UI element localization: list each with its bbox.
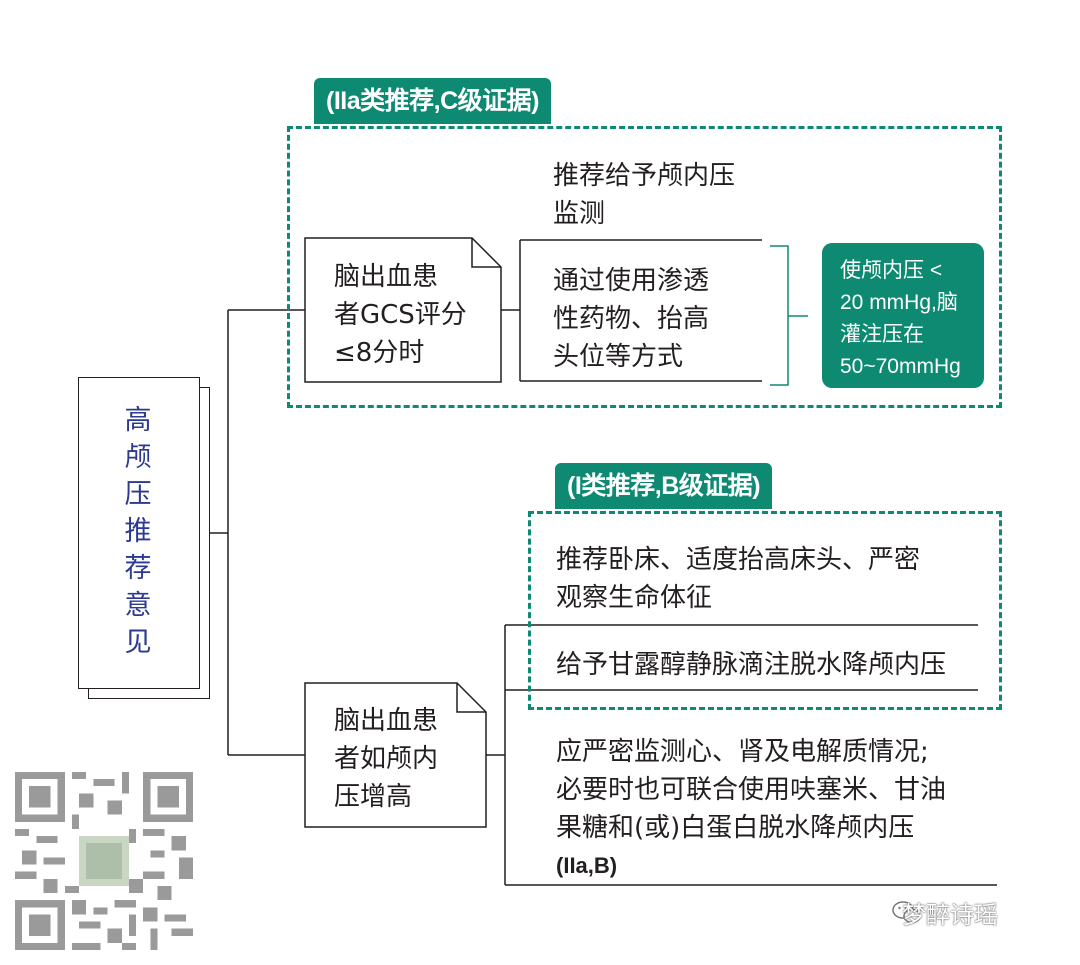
recommendation-tag-iia: (IIa类推荐,C级证据) [314, 78, 551, 124]
item-monitoring-furosemide: 应严密监测心、肾及电解质情况; 必要时也可联合使用呋塞米、甘油 果糖和(或)白蛋… [556, 737, 947, 878]
watermark-text: 梦醉诗瑶 [902, 901, 998, 929]
wechat-icon [892, 901, 921, 924]
branch1-dashed-box [287, 126, 1002, 408]
branch2-dashed-box [528, 511, 1002, 710]
root-title: 高 颅 压 推 荐 意 见 [124, 405, 152, 658]
item-bed-rest: 推荐卧床、适度抬高床头、严密 观察生命体征 [556, 545, 921, 613]
condition-gcs: 脑出血患 者GCS评分 ≤8分时 [334, 262, 467, 368]
root-box [78, 377, 200, 689]
recommendation-tag-i: (I类推荐,B级证据) [555, 463, 773, 509]
item-icp-monitoring: 推荐给予颅内压 监测 [553, 161, 736, 229]
item-osmotic-therapy: 通过使用渗透 性药物、抬高 头位等方式 [553, 266, 710, 372]
qr-code-icon [15, 772, 193, 950]
note-shape-2 [304, 682, 487, 828]
note-shape-1 [304, 237, 502, 383]
item-mannitol: 给予甘露醇静脉滴注脱水降颅内压 [556, 650, 947, 680]
condition-icp-increase: 脑出血患 者如颅内 压增高 [334, 706, 439, 812]
target-box: 使颅内压 < 20 mmHg,脑 灌注压在 50~70mmHg [822, 243, 984, 388]
